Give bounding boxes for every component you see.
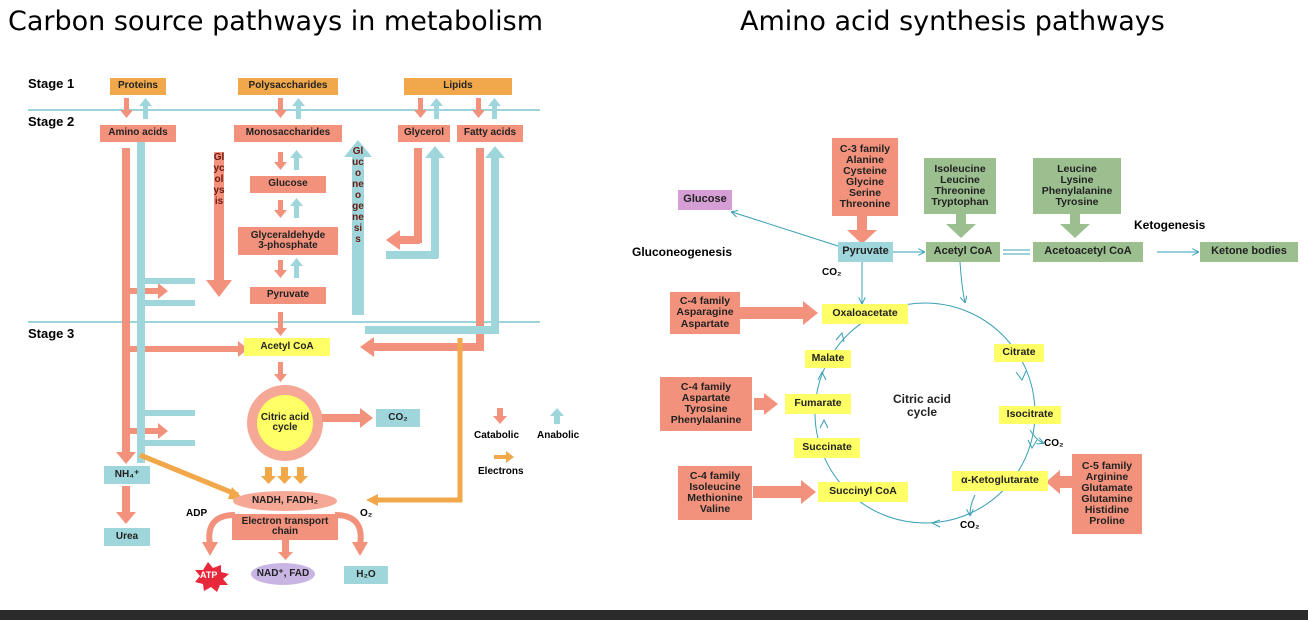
left-diagram-arrows: [28, 98, 564, 592]
glycolysis-arrow: [214, 152, 224, 282]
right-title: Amino acid synthesis pathways: [740, 6, 1165, 37]
monosaccharides-box: Monosaccharides: [234, 125, 342, 142]
stage1-to-stage2-arrows: [120, 98, 501, 119]
stage3-label: Stage 3: [28, 326, 75, 341]
c3-family-box: C-3 family Alanine Cysteine Glycine Seri…: [832, 138, 898, 216]
atp-label: ATP: [200, 570, 218, 580]
gluconeogenesis-vertical-label: Gluconeogenesis: [352, 146, 364, 245]
ketogenesis-label: Ketogenesis: [1134, 218, 1206, 232]
glucose-box-right: Glucose: [678, 190, 732, 210]
co2-label-3: CO₂: [960, 520, 980, 531]
acetoacetyl-coa-box: Acetoacetyl CoA: [1033, 242, 1143, 262]
lipids-box: Lipids: [404, 78, 512, 95]
nh4-box: NH₄⁺: [104, 466, 150, 484]
ketoglutarate-box: α-Ketoglutarate: [952, 471, 1048, 491]
co2-label-2: CO₂: [1044, 438, 1064, 449]
c4-family-2-box: C-4 family Aspartate Tyrosine Phenylalan…: [660, 377, 752, 431]
isocitrate-box: Isocitrate: [999, 406, 1061, 424]
polysaccharides-box: Polysaccharides: [238, 78, 338, 95]
legend-catabolic: Catabolic: [474, 430, 520, 441]
nadh-ellipse: [233, 491, 337, 511]
fatty-acids-path: [360, 146, 505, 357]
etc-box: Electron transport chain: [232, 514, 338, 540]
o2-label: O₂: [360, 508, 373, 519]
stage2-label: Stage 2: [28, 114, 75, 129]
bottom-bar: [0, 610, 1308, 620]
glycolysis-vertical-label: Glycolysis: [213, 152, 225, 207]
succinyl-coa-box: Succinyl CoA: [818, 482, 908, 502]
adp-curve: [206, 512, 236, 546]
urea-box: Urea: [104, 528, 150, 546]
atp-burst: [195, 562, 229, 592]
co2-label-1: CO₂: [822, 267, 842, 278]
legend-anabolic: Anabolic: [537, 430, 580, 441]
glycerol-box: Glycerol: [398, 125, 450, 142]
fumarate-box: Fumarate: [785, 394, 851, 414]
legend-electrons: Electrons: [478, 466, 524, 477]
green-arrows: [946, 212, 1090, 238]
c4-family-1-box: C-4 family Asparagine Aspartate: [670, 292, 740, 334]
pyruvate-box: Pyruvate: [250, 287, 326, 304]
stage1-label: Stage 1: [28, 76, 75, 91]
pyruvate-box-right: Pyruvate: [838, 242, 893, 262]
nad-label: NAD⁺, FAD: [256, 567, 310, 579]
glucose-chain-arrows: [274, 150, 303, 382]
legend-electrons-icon: [494, 455, 508, 459]
malate-box: Malate: [805, 350, 851, 368]
ketone-bodies-box: Ketone bodies: [1200, 242, 1298, 262]
left-title: Carbon source pathways in metabolism: [8, 6, 544, 37]
acetyl-coa-box: Acetyl CoA: [244, 338, 330, 356]
c5-family-box: C-5 family Arginine Glutamate Glutamine …: [1072, 454, 1142, 534]
fatty-acids-box: Fatty acids: [457, 125, 523, 142]
glycerol-path: [386, 146, 445, 259]
oxaloacetate-box: Oxaloacetate: [822, 304, 908, 324]
adp-label: ADP: [186, 508, 208, 519]
proteins-box: Proteins: [110, 78, 166, 95]
nadh-label: NADH, FADH₂: [251, 494, 319, 506]
gluconeogenesis-label: Gluconeogenesis: [632, 245, 733, 259]
legend-anabolic-icon: [554, 414, 560, 424]
co2-arrow: [322, 414, 362, 422]
isoleucine-group-box: Isoleucine Leucine Threonine Tryptophan: [924, 158, 996, 214]
h2o-box: H₂O: [344, 566, 388, 584]
nad-ellipse: [251, 563, 315, 585]
acetyl-coa-box-right: Acetyl CoA: [926, 242, 1000, 262]
c4-family-3-box: C-4 family Isoleucine Methionine Valine: [678, 466, 752, 520]
leucine-group-box: Leucine Lysine Phenylalanine Tyrosine: [1033, 158, 1121, 214]
glucose-box: Glucose: [250, 176, 326, 193]
citric-acid-cycle-right-label: Citric acid cycle: [892, 392, 952, 419]
citric-acid-cycle-label: Citric acid cycle: [260, 411, 310, 433]
amino-acid-anabolic-path: [131, 130, 195, 463]
gluconeogenesis-arrow: [352, 155, 364, 315]
citrate-box: Citrate: [994, 344, 1044, 362]
co2-box: CO₂: [376, 409, 420, 427]
amino-acids-box: Amino acids: [100, 125, 176, 142]
nh4-to-urea-arrow: [122, 486, 130, 514]
legend-catabolic-icon: [497, 408, 503, 418]
glyceraldehyde-box: Glyceraldehyde 3-phosphate: [238, 227, 338, 255]
succinate-box: Succinate: [794, 438, 860, 458]
o2-curve: [334, 512, 364, 546]
